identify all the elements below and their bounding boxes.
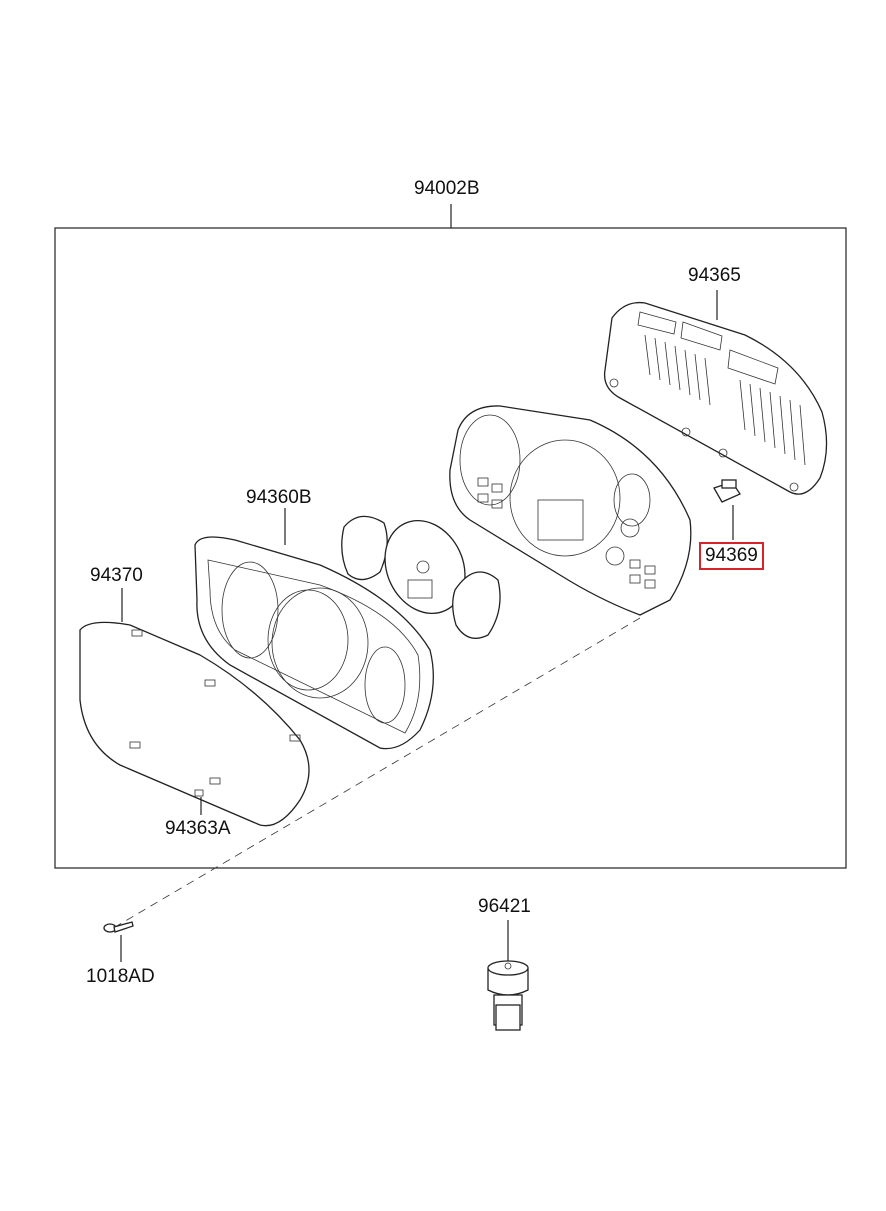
label-bulb-highlighted: 94369 (699, 542, 764, 570)
pcb-board (603, 290, 828, 495)
rear-housing (109, 405, 692, 931)
bulb-part (713, 479, 741, 540)
label-case: 94360B (246, 487, 312, 508)
label-pcb: 94365 (688, 265, 741, 286)
label-screw-clip: 94363A (165, 818, 231, 839)
label-assembly: 94002B (414, 178, 480, 199)
screw-part (103, 921, 134, 962)
sensor-part (487, 920, 529, 1031)
dial-faces (341, 515, 501, 639)
cluster-case (194, 508, 434, 750)
label-sensor: 96421 (478, 896, 531, 917)
label-lens: 94370 (90, 565, 143, 586)
lens-part (79, 588, 310, 827)
label-screw: 1018AD (86, 966, 155, 987)
